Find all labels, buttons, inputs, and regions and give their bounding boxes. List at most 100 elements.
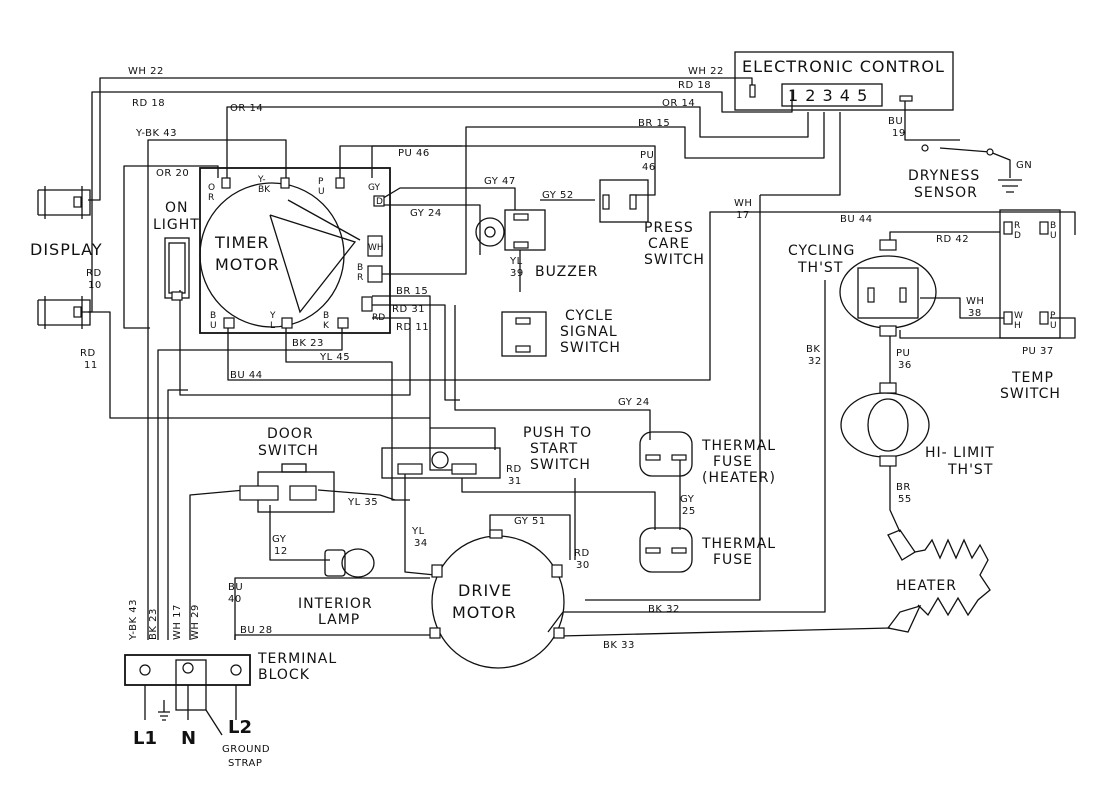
wire-label-gy25-1: GY bbox=[680, 494, 695, 505]
temp-terminal-wh-2: H bbox=[1014, 321, 1021, 331]
wire-labels: WH 22 WH 22 RD 18 RD 18 OR 14 OR 14 Y-BK… bbox=[80, 66, 1053, 651]
wire-label-or14-right: OR 14 bbox=[662, 98, 695, 109]
hi-limit-thermostat bbox=[840, 382, 930, 467]
wire-label-or14-left: OR 14 bbox=[230, 103, 263, 114]
display-connectors bbox=[37, 186, 91, 329]
wire-label-rd10-1: RD bbox=[86, 268, 102, 279]
wire-label-yl45: YL 45 bbox=[319, 352, 350, 363]
wire-label-rd31-timer: RD 31 bbox=[392, 304, 425, 315]
wire-label-wh38-2: 38 bbox=[968, 308, 982, 319]
wire-label-rd10-2: 10 bbox=[88, 280, 102, 291]
wire-label-rd11-timer: RD 11 bbox=[396, 322, 429, 333]
timer-terminal-bu-1: B bbox=[210, 311, 216, 321]
cycle-signal-switch bbox=[501, 311, 547, 357]
thermal-fuse-heater-label-1: THERMAL bbox=[701, 438, 776, 454]
temp-terminal-rd-1: R bbox=[1014, 221, 1020, 231]
wire-label-gy47: GY 47 bbox=[484, 176, 516, 187]
wire-label-yl34-2: 34 bbox=[414, 538, 428, 549]
temp-terminal-wh-1: W bbox=[1014, 311, 1023, 321]
wire-label-rd11-left-2: 11 bbox=[84, 360, 98, 371]
push-to-start-label-1: PUSH TO bbox=[523, 425, 592, 441]
timer-motor-label-2: MOTOR bbox=[215, 255, 280, 274]
hi-limit-label-1: HI- LIMIT bbox=[925, 445, 995, 461]
terminal-block-label-2: BLOCK bbox=[258, 667, 310, 683]
control-terminal-strip bbox=[781, 83, 883, 107]
wire-label-bk23-vert: BK 23 bbox=[148, 608, 159, 640]
wire-label-bu44-left: BU 44 bbox=[230, 370, 263, 381]
hi-limit-label-2: TH'ST bbox=[947, 462, 993, 478]
wire-label-pu36-1: PU bbox=[896, 348, 910, 359]
terminal-block bbox=[124, 654, 251, 736]
push-to-start-switch bbox=[381, 447, 501, 479]
cycling-thermostat bbox=[839, 239, 937, 337]
timer-terminal-bk-2: K bbox=[323, 321, 330, 331]
cycle-signal-label-3: SWITCH bbox=[560, 340, 621, 356]
heater bbox=[886, 529, 991, 633]
thermal-fuse-heater bbox=[639, 431, 693, 477]
dryness-sensor-contact-right bbox=[986, 148, 994, 156]
door-switch-label-2: SWITCH bbox=[258, 443, 319, 459]
ground-symbol bbox=[998, 179, 1022, 193]
l1-label: L1 bbox=[133, 728, 157, 749]
wire-label-bu28: BU 28 bbox=[240, 625, 273, 636]
wire-label-gy24-timer: GY 24 bbox=[410, 208, 442, 219]
wire-label-br15-timer: BR 15 bbox=[396, 286, 428, 297]
wire-label-gy24-mid: GY 24 bbox=[618, 397, 650, 408]
thermal-fuse-label-2: FUSE bbox=[713, 552, 753, 568]
timer-terminal-ybk-1: Y- bbox=[257, 175, 266, 185]
wire-label-wh29-vert: WH 29 bbox=[190, 604, 201, 640]
thermal-fuse-heater-label-2: FUSE bbox=[713, 454, 753, 470]
temp-terminal-bu-1: B bbox=[1050, 221, 1056, 231]
display-label: DISPLAY bbox=[30, 240, 103, 259]
thermal-fuse bbox=[639, 527, 693, 573]
timer-terminal-yl-1: Y bbox=[269, 311, 276, 321]
timer-terminal-wh: WH bbox=[368, 243, 384, 253]
wire-label-yl39-2: 39 bbox=[510, 268, 524, 279]
wire-label-br15-top: BR 15 bbox=[638, 118, 670, 129]
wire-label-gy12-2: 12 bbox=[274, 546, 288, 557]
wire-label-rd18-left: RD 18 bbox=[132, 98, 165, 109]
control-terminals-label: 1 2 3 4 5 bbox=[788, 86, 868, 105]
gn-label: GN bbox=[1016, 160, 1032, 171]
press-care-label-3: SWITCH bbox=[644, 252, 705, 268]
drive-motor-label-1: DRIVE bbox=[458, 581, 512, 600]
wire-label-rd30-1: RD bbox=[574, 548, 590, 559]
wire-label-yl35: YL 35 bbox=[347, 497, 378, 508]
cycle-signal-label-1: CYCLE bbox=[565, 308, 614, 324]
wire-label-rd11-left-1: RD bbox=[80, 348, 96, 359]
timer-terminal-ybk-2: BK bbox=[258, 185, 271, 195]
wire-label-pu46-right-2: 46 bbox=[642, 162, 656, 173]
wire-label-gy51: GY 51 bbox=[514, 516, 546, 527]
push-to-start-label-3: SWITCH bbox=[530, 457, 591, 473]
timer-terminal-br-1: B bbox=[357, 263, 363, 273]
thermal-fuse-label-1: THERMAL bbox=[701, 536, 776, 552]
heater-label: HEATER bbox=[896, 578, 957, 594]
wire-label-br55-1: BR bbox=[896, 482, 911, 493]
timer-terminal-or-1: O bbox=[208, 183, 215, 193]
wire-label-bk33: BK 33 bbox=[603, 640, 635, 651]
wire-label-rd31-start-2: 31 bbox=[508, 476, 522, 487]
interior-lamp bbox=[324, 548, 375, 578]
wire-label-gy52: GY 52 bbox=[542, 190, 574, 201]
wire-label-bu44-right: BU 44 bbox=[840, 214, 873, 225]
wire-label-bk32-vert-1: BK bbox=[806, 344, 820, 355]
push-to-start-label-2: START bbox=[530, 441, 578, 457]
temp-terminal-pu-1: P bbox=[1050, 311, 1056, 321]
wire-label-bk32-vert-2: 32 bbox=[808, 356, 822, 367]
timer-terminal-br-2: R bbox=[357, 273, 363, 283]
wire-label-bu40-2: 40 bbox=[228, 594, 242, 605]
wire-label-wh17-right-1: WH bbox=[734, 198, 752, 209]
l2-label: L2 bbox=[228, 717, 252, 738]
press-care-label-1: PRESS bbox=[644, 220, 694, 236]
interior-lamp-label-2: LAMP bbox=[318, 612, 360, 628]
dryness-sensor-contact-left bbox=[921, 144, 929, 152]
wire-label-ybk43-top: Y-BK 43 bbox=[135, 128, 177, 139]
timer-terminal-bu-2: U bbox=[210, 321, 217, 331]
cycling-thst-label-2: TH'ST bbox=[797, 260, 843, 276]
drive-motor bbox=[429, 529, 565, 669]
wire-label-bk32-bottom: BK 32 bbox=[648, 604, 680, 615]
wire-label-pu46-right-1: PU bbox=[640, 150, 654, 161]
buzzer bbox=[475, 209, 546, 251]
terminal-block-label-1: TERMINAL bbox=[257, 651, 337, 667]
temp-terminal-bu-2: U bbox=[1050, 231, 1057, 241]
